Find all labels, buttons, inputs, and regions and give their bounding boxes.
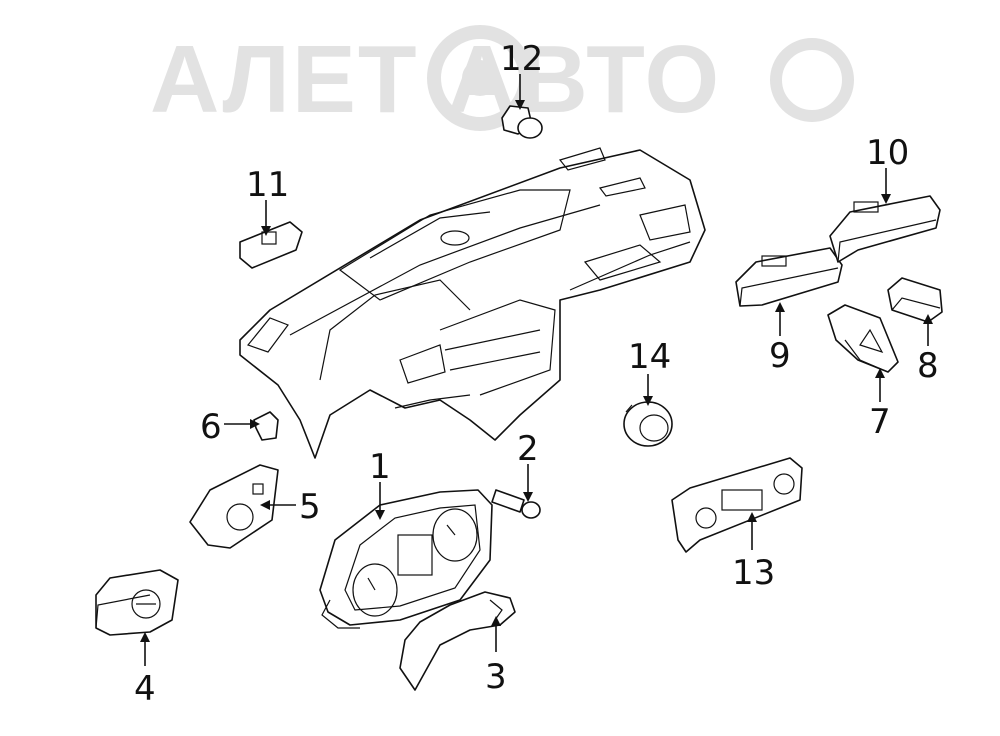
callout-8: 8 [917, 346, 939, 386]
callout-11: 11 [246, 165, 289, 205]
dashboard-panel [239, 147, 706, 459]
part-12-sensor [501, 105, 543, 139]
part-11-switch [239, 221, 303, 269]
part-2-bolt [491, 489, 541, 519]
part-7-hazard-switch [827, 304, 899, 373]
callout-9: 9 [769, 336, 791, 376]
callout-7: 7 [869, 402, 891, 442]
part-13-climate-control [671, 457, 803, 553]
part-14-speaker [623, 401, 673, 447]
callout-13: 13 [732, 553, 775, 593]
ring-logo-icon [770, 38, 854, 122]
part-9-switch-panel [735, 247, 843, 307]
gear-logo-icon [427, 25, 533, 131]
callout-4: 4 [134, 669, 156, 709]
callout-12: 12 [500, 39, 543, 79]
part-4-light-switch [95, 569, 179, 636]
part-5-switch-bezel [189, 464, 279, 549]
part-8-switch [887, 277, 943, 323]
callout-labels: 1 2 3 4 5 6 7 8 9 10 11 12 13 14 [134, 39, 939, 709]
part-1-instrument-cluster [319, 489, 493, 629]
callout-3: 3 [485, 657, 507, 697]
watermark-logo: АЛЕТ АВТО [150, 25, 854, 133]
leader-arrows [140, 74, 933, 666]
callout-1: 1 [369, 447, 391, 487]
callout-14: 14 [628, 337, 671, 377]
part-10-switch-panel [829, 195, 941, 263]
callout-10: 10 [866, 133, 909, 173]
callout-2: 2 [517, 429, 539, 469]
part-6-clip [253, 411, 279, 441]
callout-5: 5 [299, 487, 321, 527]
callout-6: 6 [200, 407, 222, 447]
